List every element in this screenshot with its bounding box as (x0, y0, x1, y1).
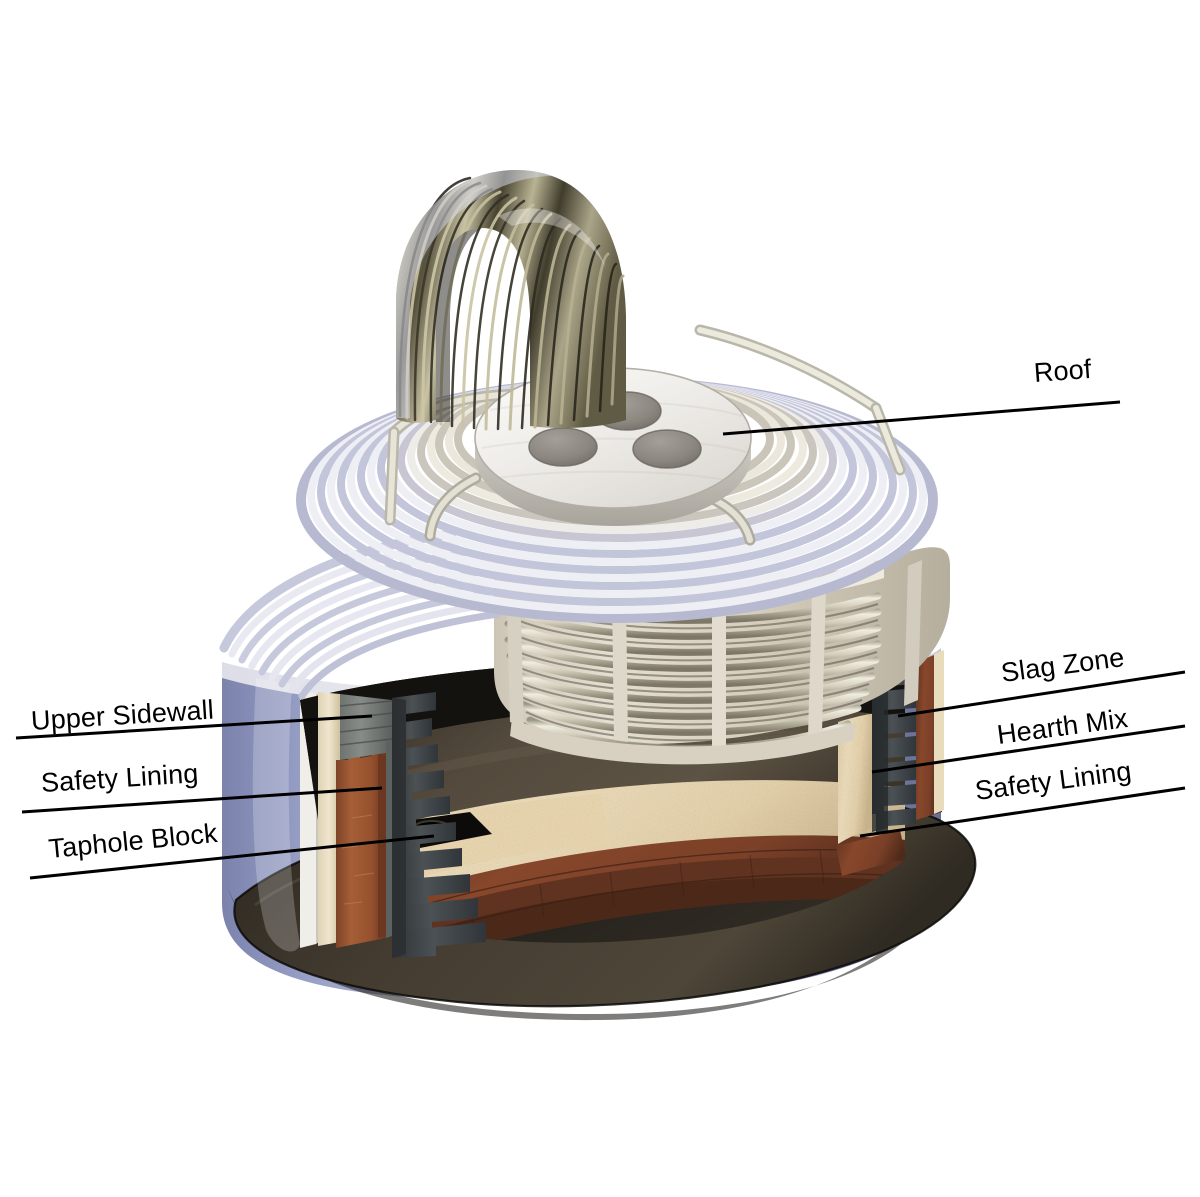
leader-safety-lining-right (859, 786, 1186, 838)
slag-zone-inner-shade (872, 668, 888, 832)
leader-hearth-mix (871, 724, 1186, 774)
offgas-elbow-throat (436, 228, 482, 422)
right-safety-lining-courses (836, 830, 906, 876)
leader-roof (722, 400, 1121, 436)
stepped-refractory-edge (392, 692, 486, 958)
leader-slag-zone (897, 670, 1186, 718)
safety-lining-joints (419, 849, 901, 933)
stepped-refractory-shadow (392, 698, 406, 958)
left-insulation-layer (318, 692, 340, 946)
offgas-elbow-group (396, 170, 626, 431)
roof-disc-edge (475, 438, 751, 526)
leader-upper-sidewall (15, 714, 373, 740)
leader-lines (15, 400, 1186, 880)
leader-safety-lining-left (21, 786, 383, 814)
electrode-port-right (633, 430, 701, 468)
right-insulation-band (934, 650, 944, 814)
leader-taphole-block (29, 834, 435, 880)
shell-highlight-left (252, 678, 300, 952)
electrode-port-left (529, 428, 597, 466)
sidewall-panel-bottom-rail (510, 718, 856, 765)
right-hearth-mix-wedge (838, 714, 872, 844)
offgas-elbow-sheen (498, 208, 606, 268)
offgas-elbow-outer-edge (396, 170, 552, 418)
safety-lining-vertical-joints (469, 849, 825, 935)
